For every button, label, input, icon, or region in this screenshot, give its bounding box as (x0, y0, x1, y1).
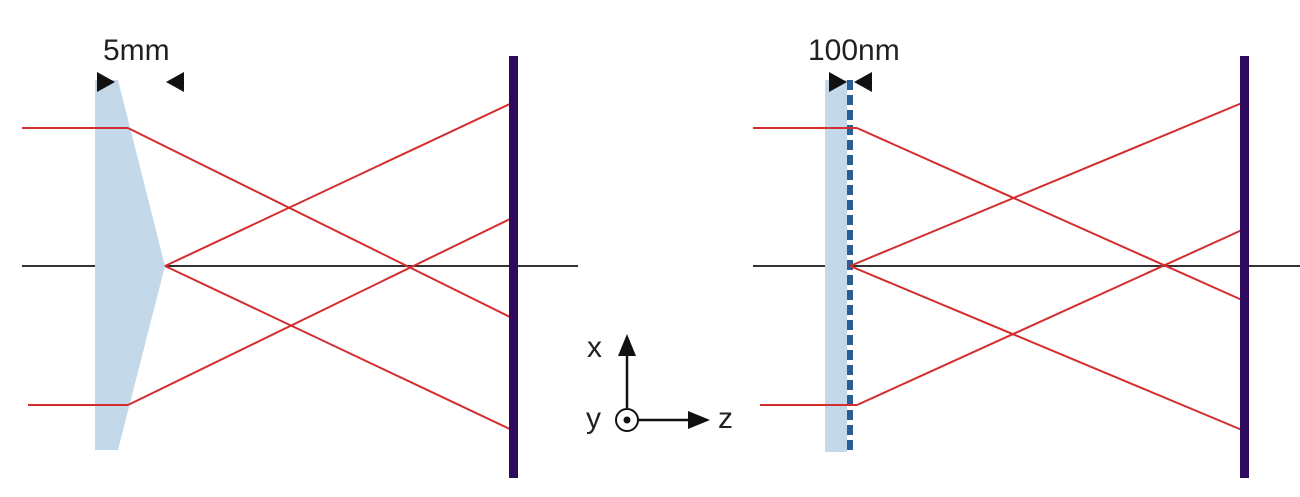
axicon-lens (95, 80, 165, 450)
left-screen (509, 56, 518, 478)
left-ray-top-refracted (127, 127, 513, 319)
right-ray-center-down (849, 265, 1243, 431)
z-axis-arrowhead (688, 411, 710, 429)
coordinate-axes: x y z (586, 331, 733, 435)
right-dimension-arrow-left (829, 72, 847, 92)
right-ray-center-up (849, 102, 1243, 267)
left-panel-axicon: 5mm (22, 34, 578, 478)
z-axis-label: z (718, 402, 733, 435)
left-ray-bottom-refracted (127, 217, 513, 406)
left-dimension-arrow-right (166, 72, 184, 92)
right-ray-bottom-deflected (856, 229, 1243, 406)
right-ray-top-deflected (856, 127, 1243, 301)
right-dimension-label: 100nm (808, 34, 900, 67)
metasurface-substrate (825, 80, 847, 452)
right-panel-metasurface: 100nm (753, 34, 1300, 478)
left-dimension-label: 5mm (103, 34, 170, 67)
left-ray-apex-up (164, 102, 513, 267)
left-dimension-arrow-left (97, 72, 115, 92)
y-axis-label: y (586, 402, 601, 435)
right-dimension-arrow-right (854, 72, 872, 92)
x-axis-label: x (587, 331, 602, 364)
right-screen (1240, 56, 1249, 478)
left-ray-apex-down (164, 265, 513, 431)
x-axis-arrowhead (618, 334, 636, 356)
y-axis-dot (623, 416, 631, 424)
